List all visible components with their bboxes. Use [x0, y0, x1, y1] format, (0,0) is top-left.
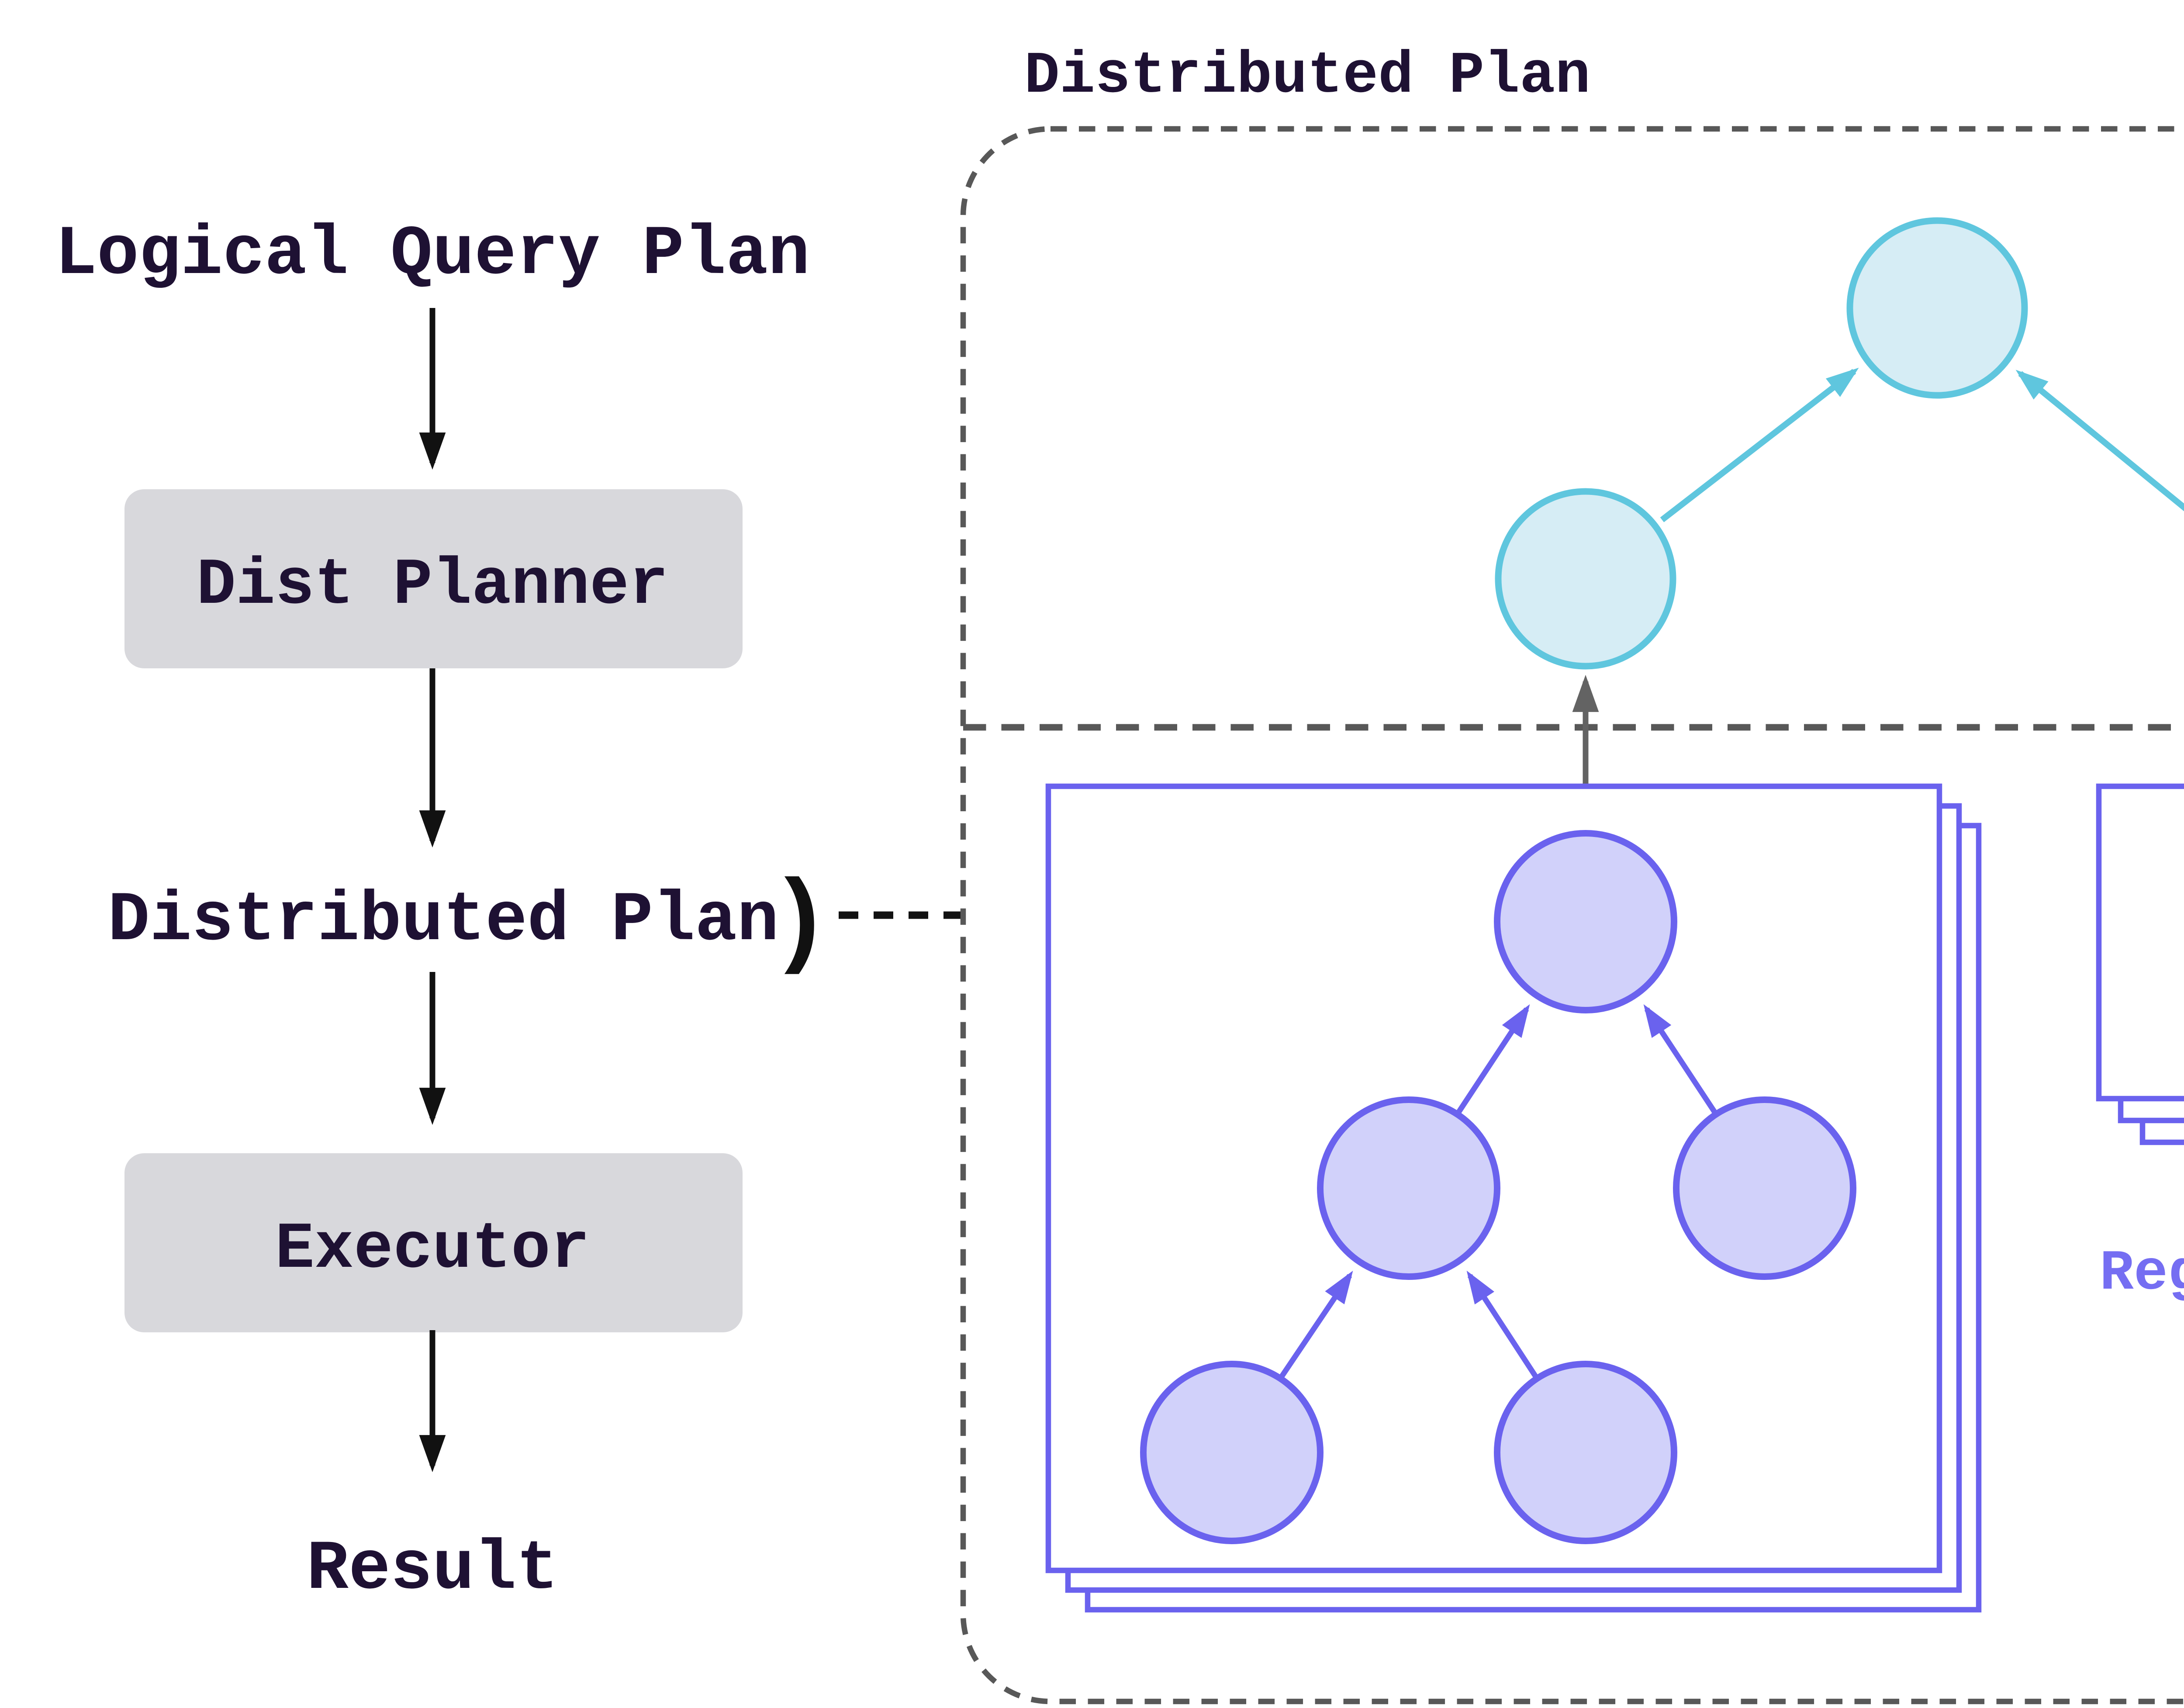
plan-edge-midleft-to-root: [1456, 1004, 1530, 1113]
logical-query-plan-label: Logical Query Plan: [55, 215, 810, 294]
executor-box: [124, 1153, 743, 1332]
plan-edge-midright-to-root: [1643, 1004, 1717, 1113]
region-box-front: [2096, 783, 2184, 1102]
region-box-stack-right: [2096, 783, 2184, 1145]
distributed-plan-boundary: [960, 126, 2184, 1705]
dist-planner-label: Dist Planner: [197, 549, 668, 623]
datanode-mid-left-node: [1317, 1096, 1500, 1280]
datanode-bottom-mid-node: [1494, 1361, 1677, 1544]
connector-brace: ): [769, 865, 832, 984]
frontend-merge-edge-left: [1660, 367, 1859, 522]
plan-edge-bottomleft-to-mid: [1279, 1270, 1353, 1378]
datanode-bottom-left-node: [1140, 1361, 1324, 1544]
left-flow: Logical Query Plan Dist Planner Distribu…: [55, 215, 963, 1609]
frontend-left-node: [1495, 488, 1676, 670]
dist-planner-box: [124, 489, 743, 668]
datanode-mid-right-node: [1673, 1096, 1856, 1280]
executor-label: Executor: [275, 1213, 590, 1287]
distributed-plan-title: Distributed Plan: [1024, 43, 1590, 110]
result-label: Result: [307, 1530, 558, 1609]
distributed-plan-panel: Distributed Plan Frontend Stage Datanode…: [960, 43, 2184, 1705]
frontend-merge-edge-right: [2015, 370, 2184, 512]
frontend-stage-tree: [1495, 217, 2184, 670]
datanode-root-node: [1494, 830, 1677, 1013]
datanode-plan-tree: [1140, 830, 1856, 1544]
frontend-root-node: [1846, 217, 2028, 399]
distributed-plan-label: Distributed Plan: [108, 882, 779, 961]
region-box-stack-left: [1045, 783, 1982, 1613]
plan-edge-bottommid-to-mid: [1466, 1270, 1538, 1378]
regions-label: Regions: [2100, 1242, 2184, 1306]
